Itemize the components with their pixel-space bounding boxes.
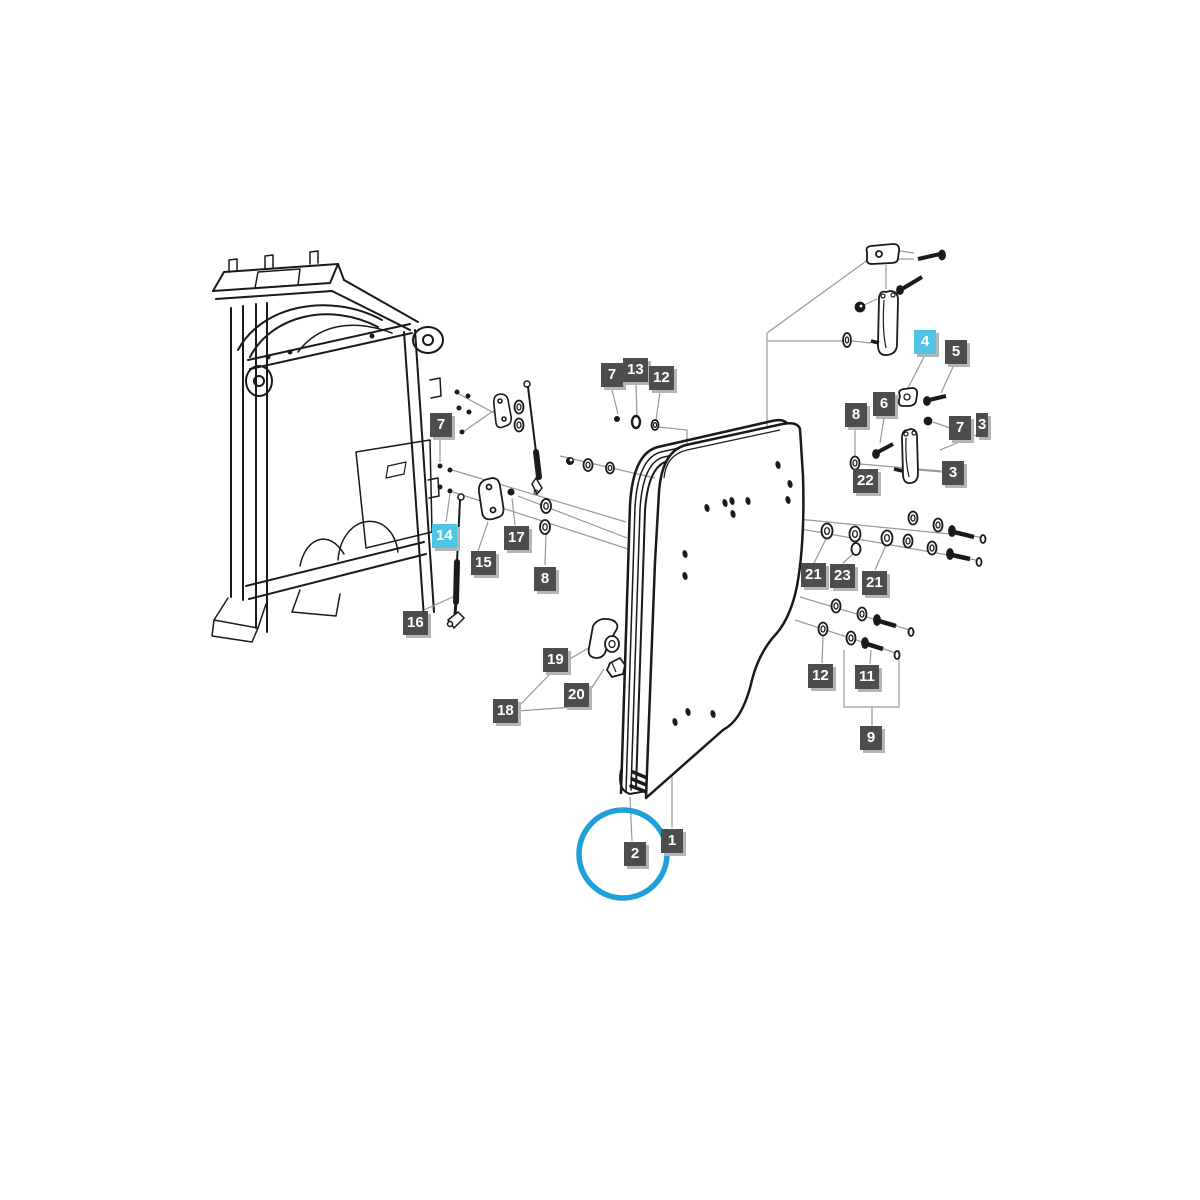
part-label-22: 22	[853, 469, 878, 493]
part-label-8: 8	[534, 567, 556, 591]
part-label-20: 20	[564, 683, 589, 707]
mount-plate-upper	[493, 393, 512, 429]
part-label-1: 1	[661, 829, 683, 853]
part-label-15: 15	[471, 551, 496, 575]
part-label-21: 21	[862, 571, 887, 595]
part-label-21: 21	[801, 563, 826, 587]
part-label-4: 4	[914, 330, 936, 354]
part-label-8: 8	[845, 403, 867, 427]
part-label-7: 7	[601, 363, 623, 387]
part-label-11: 11	[855, 665, 879, 689]
bolt-dots-left	[437, 389, 472, 494]
part-label-7: 7	[430, 413, 452, 437]
part-label-23: 23	[830, 564, 855, 588]
part-label-17: 17	[504, 526, 529, 550]
highlight-circle	[576, 807, 670, 901]
fastener-group-right-upper	[820, 510, 987, 567]
part-label-2: 2	[624, 842, 646, 866]
cab-frame	[211, 250, 444, 643]
door-handle-part-19	[587, 617, 620, 659]
part-label-7: 7	[949, 416, 971, 440]
part-label-18: 18	[493, 699, 518, 723]
fasteners-mid-row	[507, 414, 660, 535]
door-mount-holes	[672, 461, 793, 726]
part-label-5: 5	[945, 340, 967, 364]
hinge-lower-group	[849, 387, 947, 484]
fastener-group-right-lower	[817, 598, 915, 660]
gas-strut-upper	[523, 380, 543, 496]
washers-upper-plate	[513, 399, 525, 433]
handle-clip-part-20	[606, 657, 626, 678]
part-label-12: 12	[649, 366, 674, 390]
part-label-9: 9	[860, 726, 882, 750]
part-label-13: 13	[623, 358, 648, 382]
part-label-3: 3	[942, 461, 964, 485]
hinge-upper-group	[842, 243, 946, 356]
part-label-3: 3	[976, 413, 989, 437]
part-label-6: 6	[873, 392, 895, 416]
door-panel-part-1	[644, 421, 805, 800]
gas-strut-lower-part-16	[446, 493, 466, 630]
part-label-14: 14	[432, 524, 457, 548]
part-label-16: 16	[403, 611, 428, 635]
part-label-12: 12	[808, 664, 833, 688]
mount-bracket-part-15	[478, 477, 505, 521]
part-label-19: 19	[543, 648, 568, 672]
